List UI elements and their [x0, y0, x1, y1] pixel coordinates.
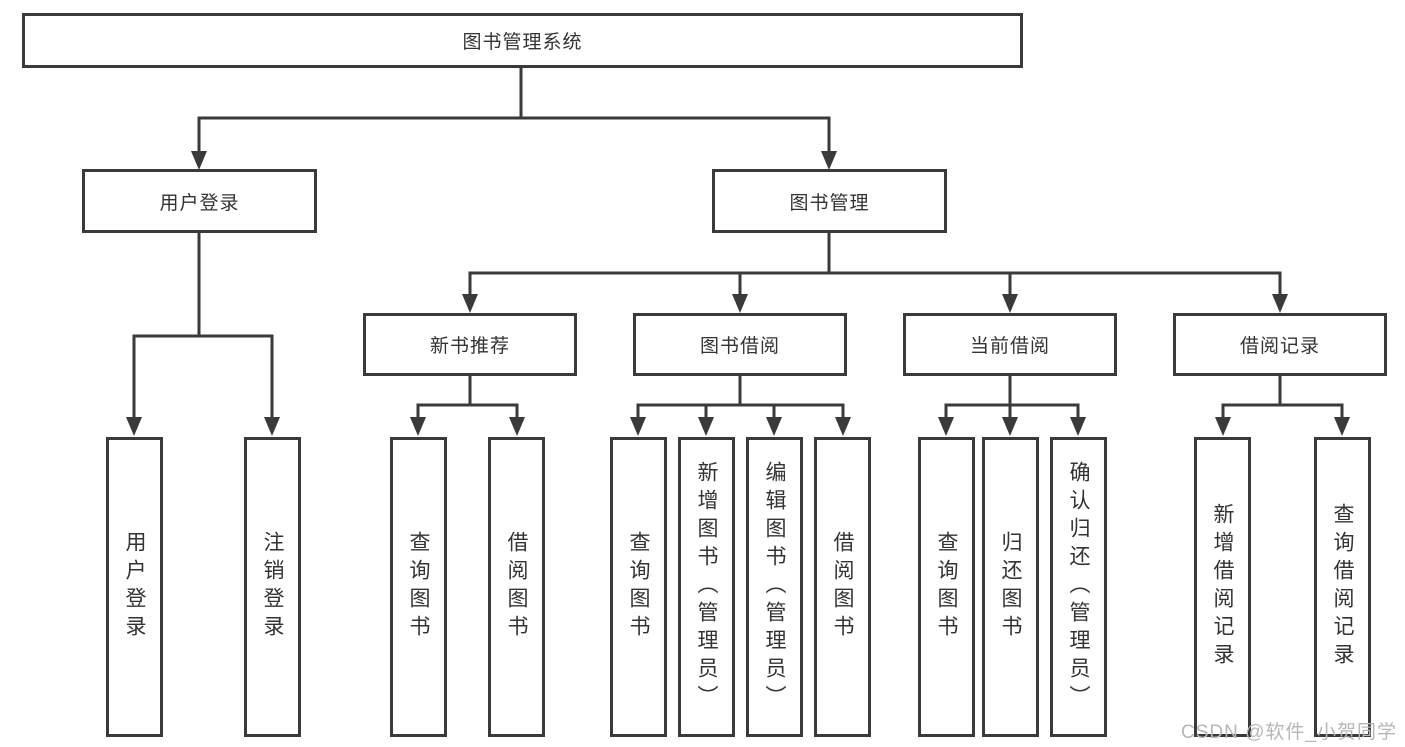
arrowhead-icon: [264, 417, 280, 436]
arrowhead-icon: [1002, 417, 1018, 436]
connector-line: [416, 403, 519, 420]
arrowhead-icon: [126, 417, 142, 436]
arrowhead-icon: [1272, 294, 1288, 313]
arrowhead-icon: [509, 417, 525, 436]
node-book-management: 图书管理: [712, 169, 947, 233]
leaf-query-book-current: 查询图书: [918, 437, 975, 737]
leaf-borrow-book: 借阅图书: [814, 437, 871, 737]
arrowhead-icon: [1215, 417, 1231, 436]
csdn-watermark: CSDN @软件_小贺同学: [1181, 722, 1397, 743]
arrowhead-icon: [1334, 417, 1350, 436]
arrowhead-icon: [766, 417, 782, 436]
connector-line: [132, 334, 274, 420]
arrowhead-icon: [1070, 417, 1086, 436]
leaf-confirm-return-admin: 确认归还（管理员）: [1050, 437, 1107, 737]
arrowhead-icon: [410, 417, 426, 436]
leaf-query-borrow-record: 查询借阅记录: [1314, 437, 1371, 737]
node-book-borrow: 图书借阅: [633, 313, 847, 376]
arrowhead-icon: [698, 417, 714, 436]
node-current-borrow: 当前借阅: [903, 313, 1117, 376]
arrowhead-icon: [732, 294, 748, 313]
arrowhead-icon: [835, 417, 851, 436]
connector-line: [636, 403, 845, 420]
arrowhead-icon: [630, 417, 646, 436]
leaf-query-book-recommend: 查询图书: [390, 437, 447, 737]
leaf-user-login: 用户登录: [106, 437, 163, 737]
node-borrow-record: 借阅记录: [1173, 313, 1387, 376]
leaf-query-book-borrow: 查询图书: [610, 437, 667, 737]
arrowhead-icon: [462, 294, 478, 313]
leaf-logout: 注销登录: [244, 437, 301, 737]
leaf-borrow-book-recommend: 借阅图书: [488, 437, 545, 737]
leaf-add-book-admin: 新增图书（管理员）: [678, 437, 735, 737]
connector-line: [1221, 403, 1344, 420]
leaf-add-borrow-record: 新增借阅记录: [1194, 437, 1251, 737]
connector-line: [197, 116, 831, 155]
connector-line: [944, 403, 1080, 420]
node-user-login: 用户登录: [82, 169, 317, 233]
leaf-return-book: 归还图书: [982, 437, 1039, 737]
node-new-book-recommend: 新书推荐: [363, 313, 577, 376]
arrowhead-icon: [191, 151, 207, 170]
connector-line: [468, 271, 1282, 297]
leaf-edit-book-admin: 编辑图书（管理员）: [746, 437, 803, 737]
arrowhead-icon: [821, 151, 837, 170]
arrowhead-icon: [1002, 294, 1018, 313]
arrowhead-icon: [938, 417, 954, 436]
node-root: 图书管理系统: [22, 13, 1023, 68]
